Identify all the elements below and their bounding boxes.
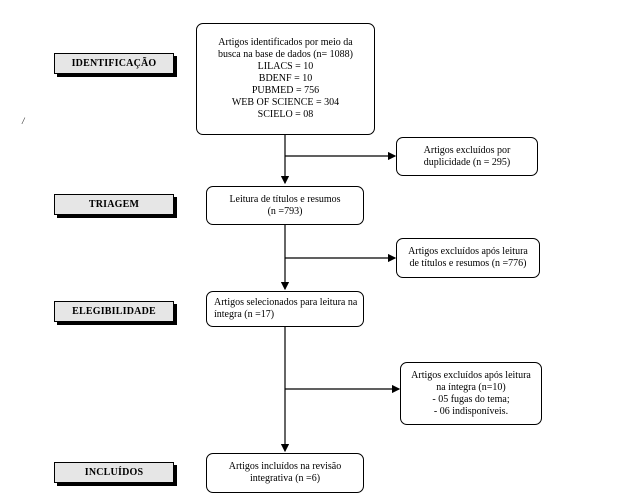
box-duplicates: Artigos excluídos por duplicidade (n = 2… [396,137,538,176]
box-excluded-screening: Artigos excluídos após leitura de título… [396,238,540,278]
box-text-line: Artigos incluídos na revisão [228,461,342,472]
stage-screening: TRIAGEM [54,194,174,215]
stray-mark: / [22,116,25,126]
box-text-line: WEB OF SCIENCE = 304 [231,97,340,108]
box-text-line: Artigos identificados por meio da [218,37,353,48]
box-text-line: - 06 indisponíveis. [433,405,509,417]
box-text-line: Artigos excluídos após leitura [408,246,528,257]
stage-included: INCLUÍDOS [54,462,174,483]
box-text-line: de títulos e resumos (n =776) [409,258,527,269]
box-text-line: na íntegra (n=10) [436,381,506,393]
box-text-line: integrativa (n =6) [249,473,321,484]
box-selected: Artigos selecionados para leitura na ínt… [206,291,364,327]
box-text-line: Artigos selecionados para leitura na [214,297,358,308]
box-included: Artigos incluídos na revisão integrativa… [206,453,364,493]
box-text-line: SCIELO = 08 [257,109,314,120]
box-text-line: íntegra (n =17) [214,309,275,320]
box-text-line: Leitura de títulos e resumos [229,193,341,205]
box-text-line: PUBMED = 756 [251,85,320,96]
box-text-line: busca na base de dados (n= 1088) [217,49,354,60]
box-text-line: (n =793) [267,205,303,217]
box-excluded-fulltext: Artigos excluídos após leitura na íntegr… [400,362,542,425]
box-text-line: Artigos excluídos após leitura [411,369,531,381]
box-identified: Artigos identificados por meio da busca … [196,23,375,135]
box-text-line: BDENF = 10 [258,73,313,84]
box-screening: Leitura de títulos e resumos (n =793) [206,186,364,225]
stage-identification: IDENTIFICAÇÃO [54,53,174,74]
box-text-line: duplicidade (n = 295) [423,156,511,168]
box-text-line: Artigos excluídos por [423,144,511,156]
box-text-line: LILACS = 10 [257,61,314,72]
box-text-line: - 05 fugas do tema; [432,393,510,405]
stage-eligibility: ELEGIBILIDADE [54,301,174,322]
